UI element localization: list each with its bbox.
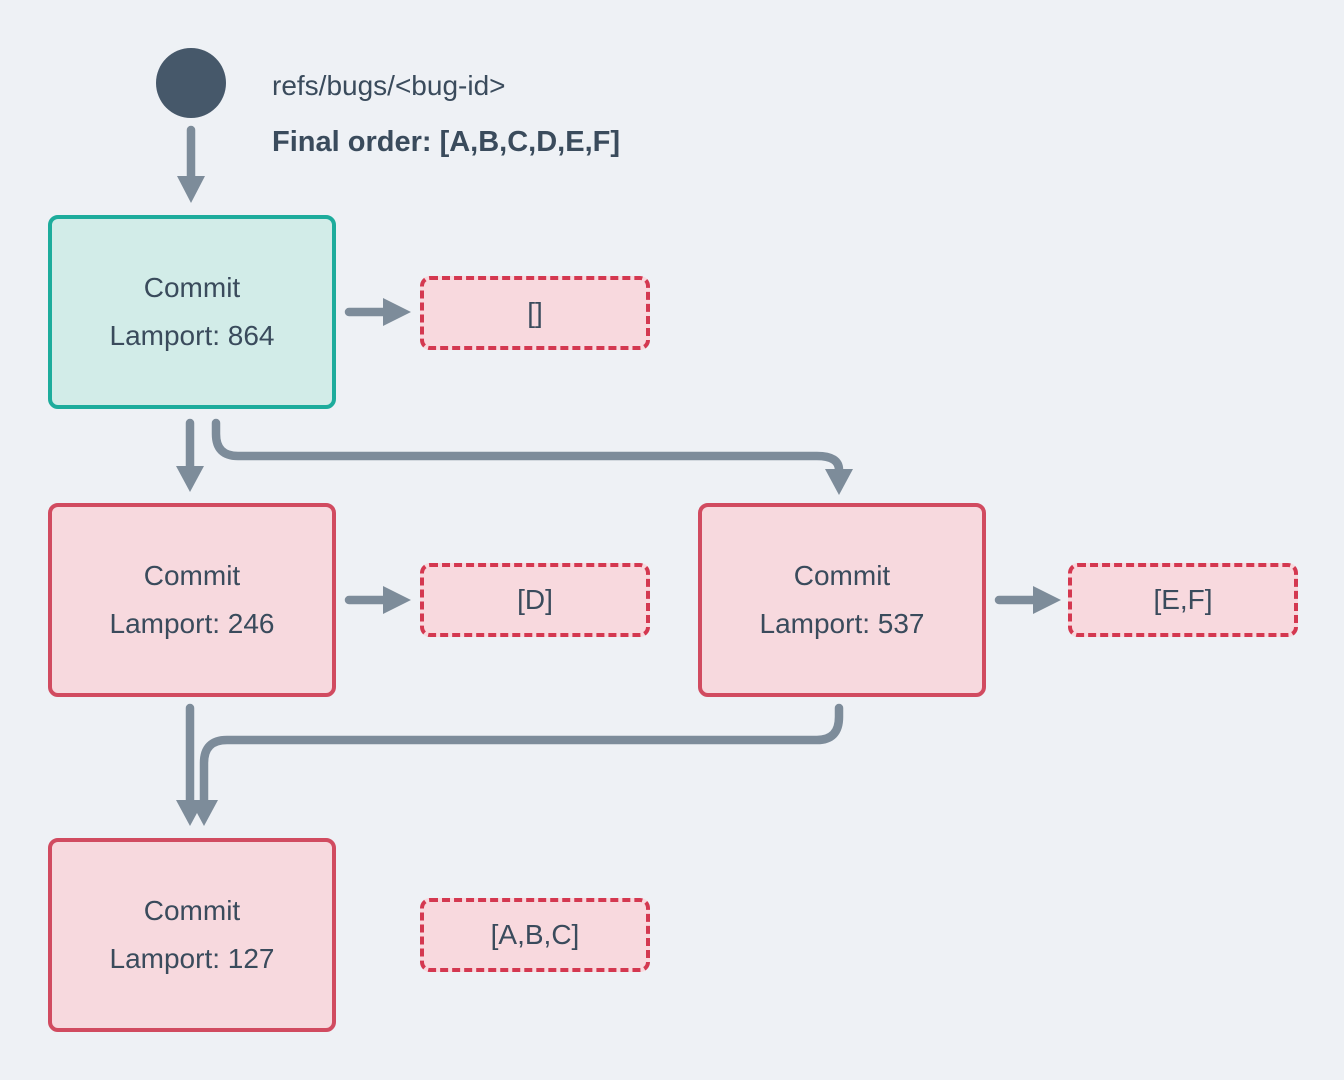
edge-right-to-merge — [190, 703, 844, 826]
ref-head-dot-icon — [156, 48, 226, 118]
payload-text: [D] — [517, 584, 553, 615]
payload-text: [A,B,C] — [490, 919, 580, 950]
commit-lamport: Lamport: 864 — [109, 320, 275, 351]
commit-node-merge: Commit Lamport: 127 — [48, 838, 336, 1032]
commit-node-left: Commit Lamport: 246 — [48, 503, 336, 697]
edge-root-to-payload — [344, 298, 411, 326]
commit-lamport: Lamport: 127 — [109, 943, 275, 974]
commit-title: Commit — [793, 560, 891, 591]
commit-lamport: Lamport: 246 — [109, 608, 275, 639]
commit-title: Commit — [143, 895, 241, 926]
commit-node-right: Commit Lamport: 537 — [698, 503, 986, 697]
final-order-label: Final order: [A,B,C,D,E,F] — [272, 126, 620, 158]
edge-ref-to-root — [177, 125, 205, 203]
edge-left-to-merge — [176, 703, 204, 826]
ref-label: refs/bugs/<bug-id> — [272, 70, 506, 101]
payload-box-root: [] — [420, 276, 650, 350]
commit-lamport: Lamport: 537 — [759, 608, 925, 639]
commit-title: Commit — [143, 272, 241, 303]
payload-box-left: [D] — [420, 563, 650, 637]
edge-left-to-payload — [344, 586, 411, 614]
commit-node-root: Commit Lamport: 864 — [48, 215, 336, 409]
payload-box-merge: [A,B,C] — [420, 898, 650, 972]
edge-root-to-right — [211, 418, 853, 495]
commit-title: Commit — [143, 560, 241, 591]
payload-text: [E,F] — [1153, 584, 1213, 615]
edge-root-to-left — [176, 418, 204, 492]
payload-box-right: [E,F] — [1068, 563, 1298, 637]
payload-text: [] — [527, 297, 543, 328]
edge-right-to-payload — [994, 586, 1061, 614]
